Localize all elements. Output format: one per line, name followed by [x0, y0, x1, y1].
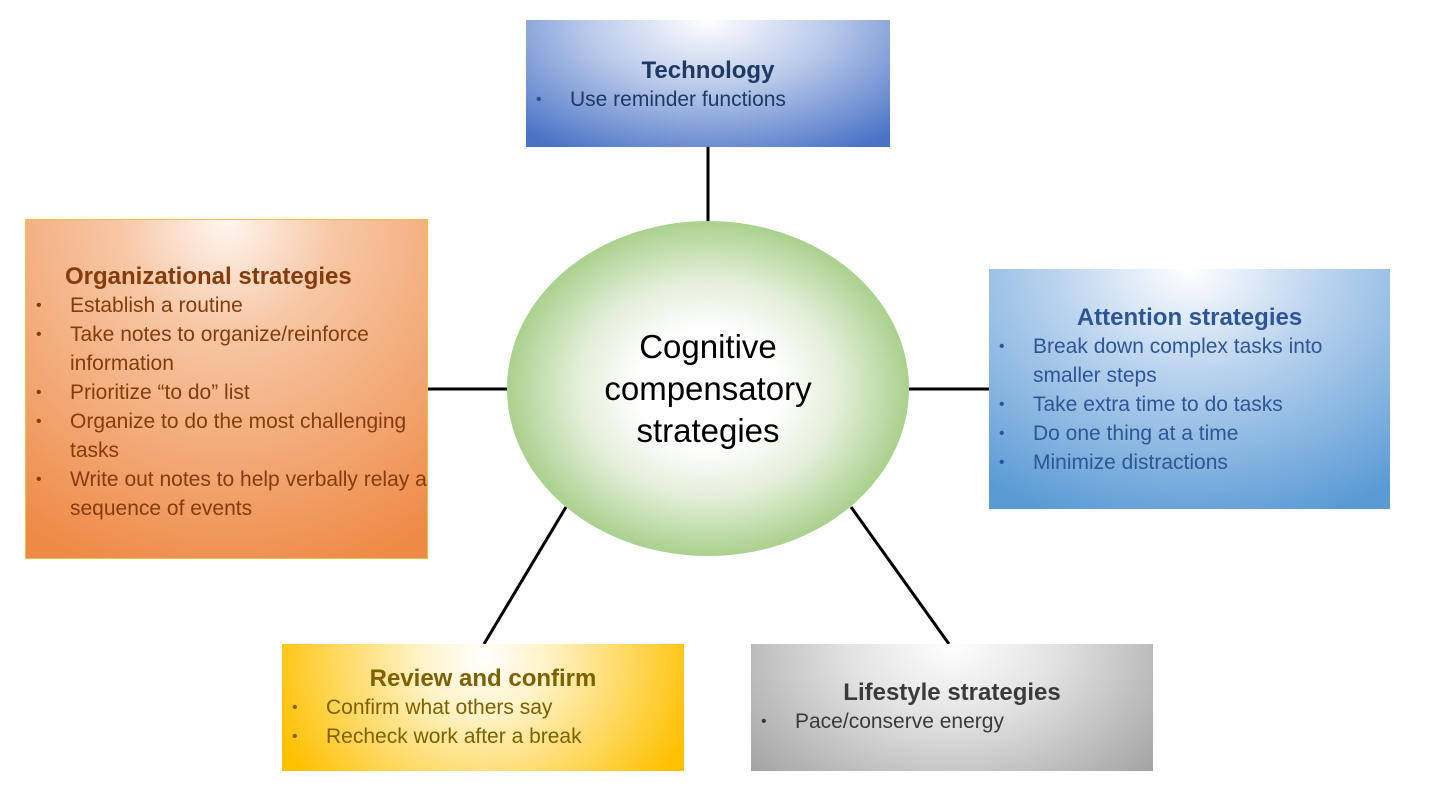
organizational-node: Organizational strategies •Establish a r… [25, 219, 428, 559]
list-item: •Pace/conserve energy [751, 707, 1153, 736]
lifestyle-title: Lifestyle strategies [843, 679, 1061, 706]
list-item: •Use reminder functions [526, 85, 890, 114]
bullet-icon: • [36, 326, 42, 343]
list-item: •Confirm what others say [282, 693, 684, 722]
bullet-icon: • [999, 454, 1005, 471]
attention-title: Attention strategies [1076, 304, 1303, 331]
organizational-title: Organizational strategies [65, 263, 352, 290]
review-node: Review and confirm •Confirm what others … [282, 644, 684, 771]
lifestyle-list: •Pace/conserve energy [751, 707, 1153, 736]
bullet-icon: • [36, 297, 42, 314]
attention-node: Attention strategies •Break down complex… [989, 269, 1390, 509]
bullet-icon: • [999, 425, 1005, 442]
list-item: •Recheck work after a break [282, 722, 684, 751]
list-item: •Break down complex tasks into smaller s… [989, 332, 1390, 390]
bullet-icon: • [292, 699, 298, 716]
list-item: •Organize to do the most challenging tas… [26, 407, 427, 465]
list-item: •Write out notes to help verbally relay … [26, 465, 427, 523]
bullet-icon: • [536, 91, 542, 108]
bullet-icon: • [999, 338, 1005, 355]
list-item: •Prioritize “to do” list [26, 378, 427, 407]
review-list: •Confirm what others say •Recheck work a… [282, 693, 684, 751]
bullet-icon: • [292, 728, 298, 745]
organizational-list: •Establish a routine •Take notes to orga… [26, 291, 427, 523]
list-item: •Take notes to organize/reinforce inform… [26, 320, 427, 378]
bullet-icon: • [36, 384, 42, 401]
bullet-icon: • [36, 413, 42, 430]
center-label: Cognitive compensatory strategies [604, 327, 812, 449]
center-node: Cognitive compensatory strategies [507, 221, 909, 556]
bullet-icon: • [761, 713, 767, 730]
connector-review [482, 506, 568, 645]
bullet-icon: • [999, 396, 1005, 413]
lifestyle-node: Lifestyle strategies •Pace/conserve ener… [751, 644, 1153, 771]
review-title: Review and confirm [369, 665, 597, 692]
technology-title: Technology [641, 57, 775, 84]
list-item: •Do one thing at a time [989, 419, 1390, 448]
list-item: •Take extra time to do tasks [989, 390, 1390, 419]
bullet-icon: • [36, 471, 42, 488]
technology-list: •Use reminder functions [526, 85, 890, 114]
connector-lifestyle [849, 506, 951, 645]
list-item: •Establish a routine [26, 291, 427, 320]
technology-node: Technology •Use reminder functions [526, 20, 890, 147]
list-item: •Minimize distractions [989, 448, 1390, 477]
attention-list: •Break down complex tasks into smaller s… [989, 332, 1390, 477]
